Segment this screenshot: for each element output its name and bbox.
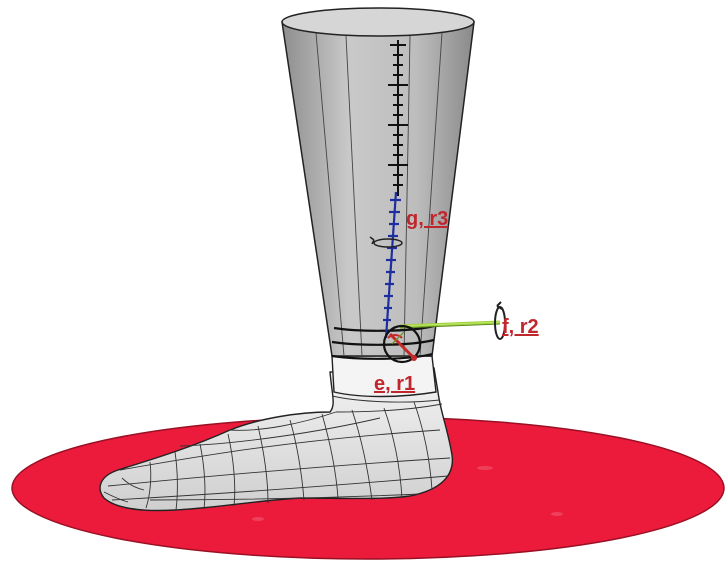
label-f-r2: f, r2 [502,316,539,338]
shin-cylinder [282,8,474,359]
label-e-r1: e, r1 [374,373,415,395]
label-g-r3: g, r3 [406,208,448,230]
